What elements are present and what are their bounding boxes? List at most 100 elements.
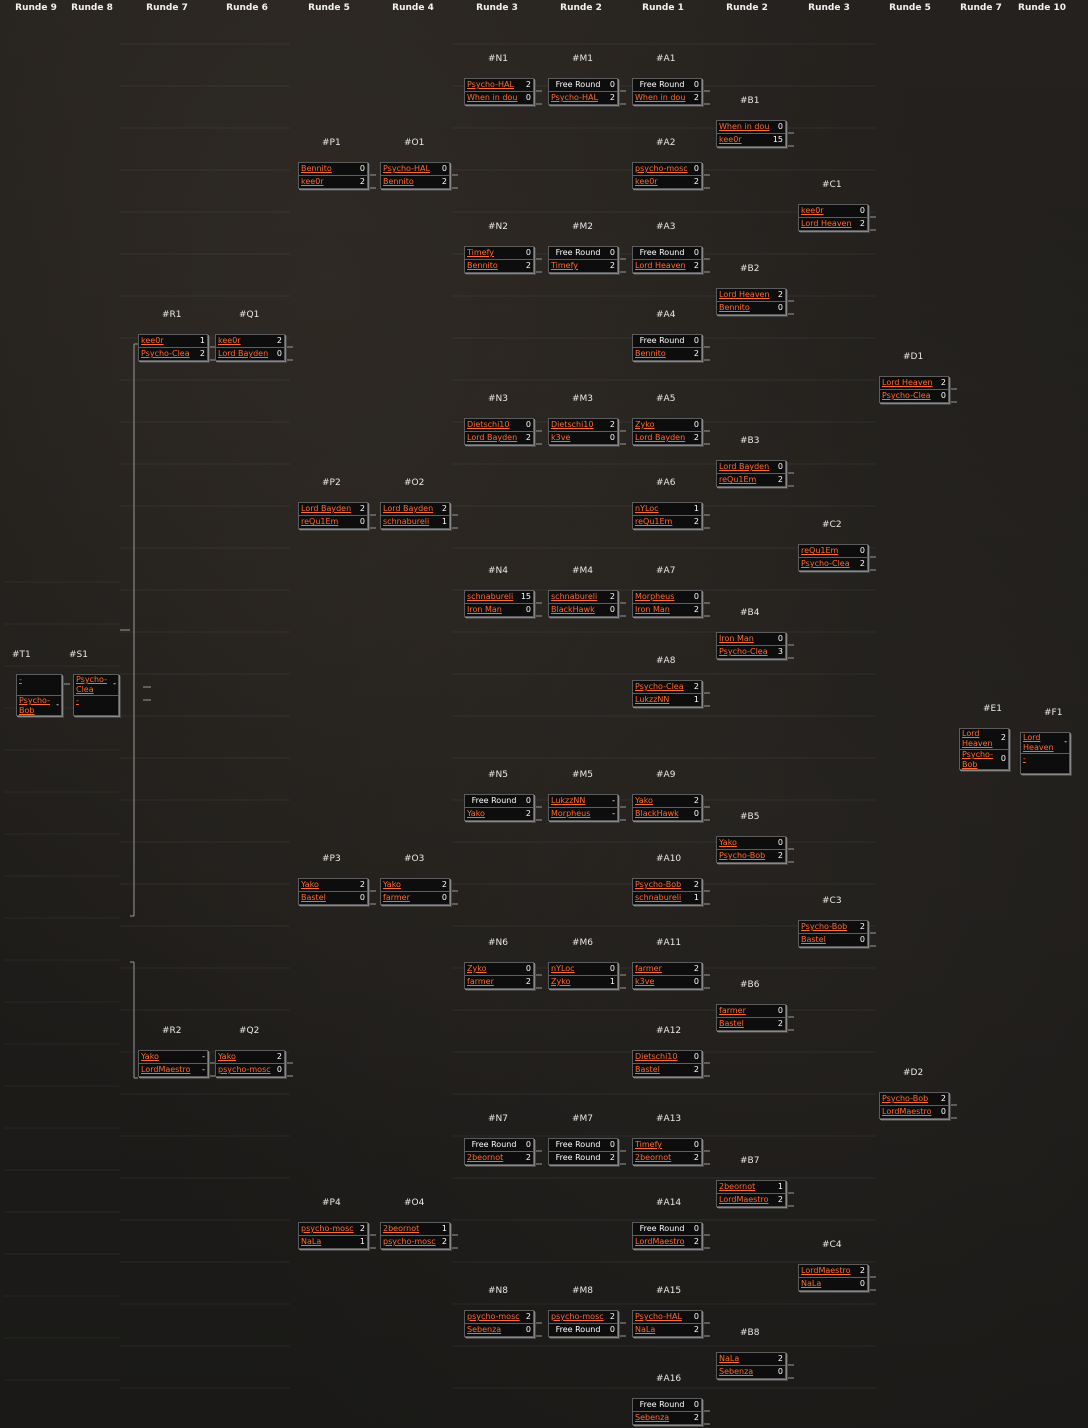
player-name-link[interactable]: NaLa [801,1279,822,1288]
player-name-link[interactable]: Lord Heaven [719,290,770,299]
player-name-link[interactable]: Timefy [635,1140,662,1149]
player-name-link[interactable]: psycho-mosc [383,1237,436,1246]
player-name-link[interactable]: Zyko [635,420,655,429]
player-name-link[interactable]: Timefy [551,261,578,270]
player-name-link[interactable]: psycho-mosc [551,1312,604,1321]
player-name-link[interactable]: NaLa [719,1354,740,1363]
player-name-link[interactable]: Lord Bayden [301,504,352,513]
player-name-link[interactable]: schnabureli [551,592,598,601]
player-name-link[interactable]: 2beornot [635,1153,672,1162]
player-name-link[interactable]: Psycho-Bob [635,880,682,889]
player-name-link[interactable]: BlackHawk [551,605,595,614]
player-name-link[interactable]: Bennito [719,303,750,312]
player-name-link[interactable]: kee0r [635,177,658,186]
player-name-link[interactable]: Dietschi10 [635,1052,678,1061]
player-name-link[interactable]: k3ve [551,433,571,442]
player-name-link[interactable]: LukzzNN [551,796,586,805]
player-name-link[interactable]: 2beornot [467,1153,504,1162]
player-name-link[interactable]: Sebenza [467,1325,502,1334]
player-name-link[interactable]: Lord Heaven [1023,733,1054,752]
player-name-link[interactable]: Bennito [467,261,498,270]
player-name-link[interactable]: reQu1Em [719,475,757,484]
player-name-link[interactable]: schnabureli [635,893,682,902]
player-name-link[interactable]: Yako [218,1052,236,1061]
player-name-link[interactable]: Bastel [301,893,326,902]
player-name-link[interactable]: Lord Heaven [635,261,686,270]
player-name-link[interactable]: LordMaestro [882,1107,932,1116]
player-name-link[interactable]: Psycho-Clea [76,675,107,694]
player-name-link[interactable]: 2beornot [719,1182,756,1191]
player-name-link[interactable]: Bennito [635,349,666,358]
player-name-link[interactable]: Lord Heaven [882,378,933,387]
player-name-link[interactable]: Iron Man [719,634,754,643]
player-name-link[interactable]: Lord Bayden [719,462,770,471]
player-name-link[interactable]: kee0r [719,135,742,144]
player-name-link[interactable]: Morpheus [551,809,591,818]
player-name-link[interactable]: psycho-mosc [635,164,688,173]
player-name-link[interactable]: LukzzNN [635,695,670,704]
player-name-link[interactable]: nYLoc [551,964,575,973]
player-name-link[interactable]: Psycho-Clea [635,682,684,691]
player-name-link[interactable]: Morpheus [635,592,675,601]
player-name-link[interactable]: Lord Bayden [383,504,434,513]
player-name-link[interactable]: Iron Man [467,605,502,614]
player-name-link[interactable]: psycho-mosc [218,1065,271,1074]
player-name-link[interactable]: 2beornot [383,1224,420,1233]
player-name-link[interactable]: When in dou [635,93,686,102]
player-name-link[interactable]: Timefy [467,248,494,257]
player-name-link[interactable]: Psycho-Bob [801,922,848,931]
player-name-link[interactable]: LordMaestro [635,1237,685,1246]
player-name-link[interactable]: Psycho-HAL [635,1312,682,1321]
player-name-link[interactable]: Psycho-Bob [719,851,766,860]
player-name-link[interactable]: k3ve [635,977,655,986]
player-name-link[interactable]: Dietschi10 [467,420,510,429]
player-name-link[interactable]: kee0r [141,336,164,345]
player-name-link[interactable]: nYLoc [635,504,659,513]
player-name-link[interactable]: Psycho-Clea [801,559,850,568]
player-name-link[interactable]: farmer [719,1006,746,1015]
player-name-link[interactable]: Psycho-HAL [551,93,598,102]
player-name-link[interactable]: kee0r [218,336,241,345]
player-name-link[interactable]: Psycho-Bob [882,1094,929,1103]
player-name-link[interactable]: Sebenza [719,1367,754,1376]
player-name-link[interactable]: When in dou [719,122,770,131]
player-name-link[interactable]: Zyko [551,977,571,986]
player-name-link[interactable]: NaLa [301,1237,322,1246]
player-name-link[interactable]: Yako [467,809,485,818]
player-name-link[interactable]: farmer [467,977,494,986]
player-name-link[interactable]: Psycho-Bob [19,696,50,715]
player-name-link[interactable]: Yako [301,880,319,889]
player-name-link[interactable]: Bennito [301,164,332,173]
player-name-link[interactable]: Lord Bayden [218,349,269,358]
player-name-link[interactable]: Psycho-Clea [719,647,768,656]
player-name-link[interactable]: kee0r [801,206,824,215]
player-name-link[interactable]: LordMaestro [801,1266,851,1275]
player-name-link[interactable]: Lord Bayden [635,433,686,442]
player-name-link[interactable]: psycho-mosc [467,1312,520,1321]
player-name-link[interactable]: Bastel [719,1019,744,1028]
player-name-link[interactable]: kee0r [301,177,324,186]
player-name-link[interactable]: farmer [635,964,662,973]
player-name-link[interactable]: Yako [383,880,401,889]
player-name-link[interactable]: LordMaestro [141,1065,191,1074]
player-name-link[interactable]: reQu1Em [801,546,839,555]
player-name-link[interactable]: reQu1Em [635,517,673,526]
player-name-link[interactable]: Yako [635,796,653,805]
player-name-link[interactable]: Sebenza [635,1413,670,1422]
player-name-link[interactable]: Psycho-Clea [141,349,190,358]
player-name-link[interactable]: Yako [719,838,737,847]
player-name-link[interactable]: Bennito [383,177,414,186]
player-name-link[interactable]: reQu1Em [301,517,339,526]
player-name-link[interactable]: Iron Man [635,605,670,614]
player-name-link[interactable]: Yako [141,1052,159,1061]
player-name-link[interactable]: Lord Heaven [801,219,852,228]
player-name-link[interactable]: Bastel [801,935,826,944]
player-name-link[interactable]: When in dou [467,93,518,102]
player-name-link[interactable]: Lord Bayden [467,433,518,442]
player-name-link[interactable]: schnabureli [467,592,514,601]
player-name-link[interactable]: NaLa [635,1325,656,1334]
player-name-link[interactable]: psycho-mosc [301,1224,354,1233]
player-name-link[interactable]: Bastel [635,1065,660,1074]
player-name-link[interactable]: Zyko [467,964,487,973]
player-name-link[interactable]: Dietschi10 [551,420,594,429]
